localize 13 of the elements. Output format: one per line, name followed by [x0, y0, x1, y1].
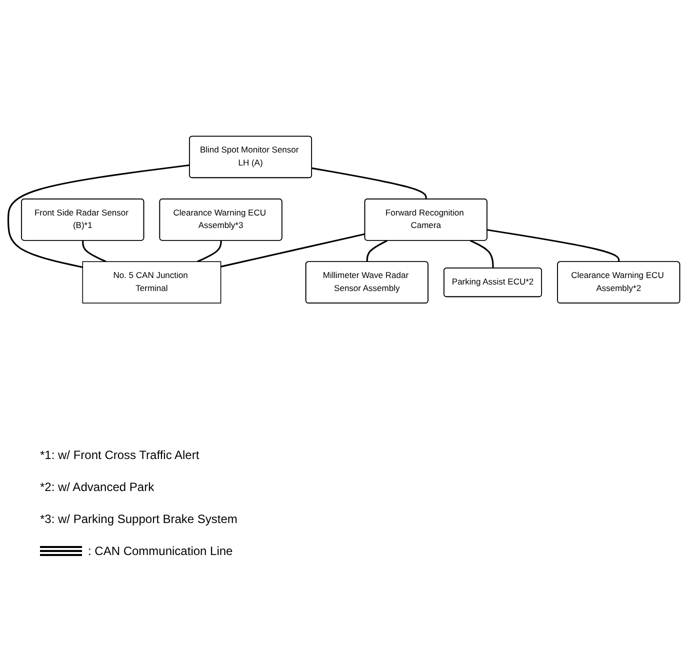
connector [82, 240, 106, 263]
connector [312, 168, 427, 200]
footnote: *2: w/ Advanced Park [40, 480, 154, 494]
connector [220, 234, 366, 268]
connector [366, 240, 388, 262]
node-box: No. 5 CAN Junction Terminal [82, 262, 222, 304]
connector [487, 229, 620, 262]
footnote: *3: w/ Parking Support Brake System [40, 512, 238, 526]
legend-text: : CAN Communication Line [88, 544, 233, 558]
connector [7, 164, 190, 268]
footnote: *1: w/ Front Cross Traffic Alert [40, 448, 200, 462]
connector [197, 240, 222, 263]
connector [470, 240, 494, 269]
